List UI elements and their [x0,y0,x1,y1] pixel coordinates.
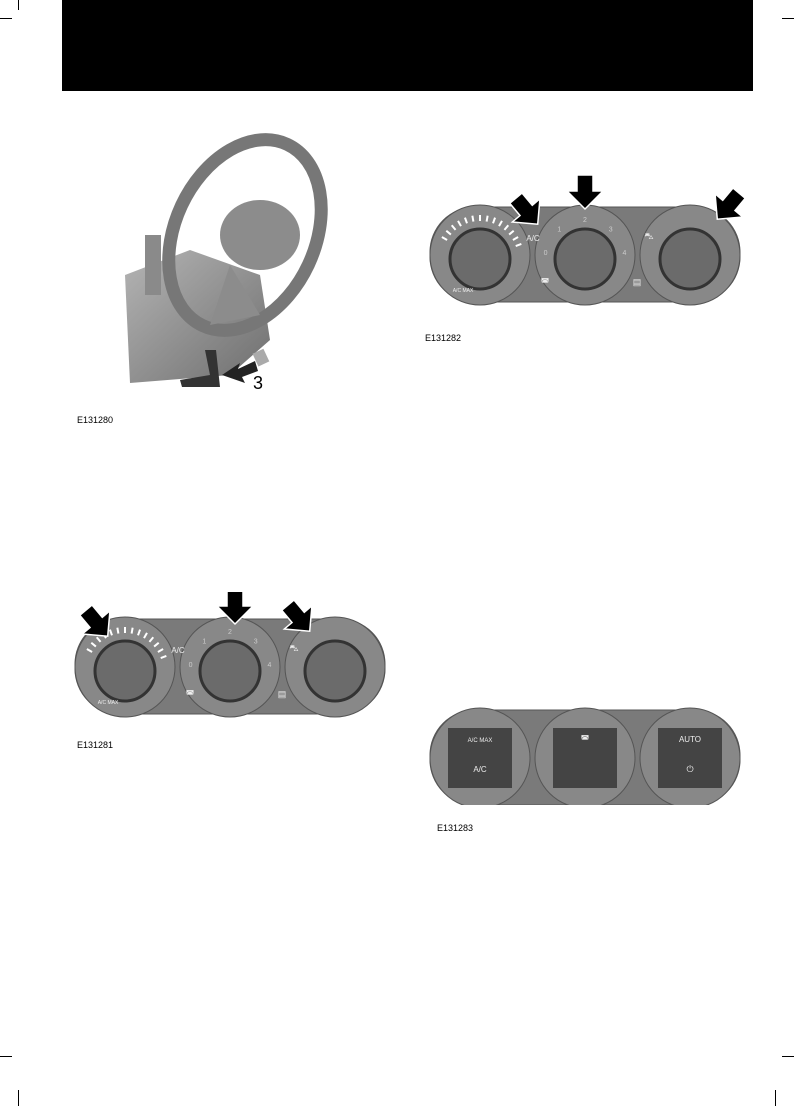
auto-climate-panel-illustration: A/C MAX A/C AUTO ◚ ⏻ [429,707,741,805]
control-knob [198,639,262,703]
control-knob [448,227,512,291]
fan-speed-label: 2 [583,217,587,224]
rear-defrost-icon: ▤ [278,689,287,699]
temperature-scale-tick [143,632,148,639]
pointer-arrow-icon [78,603,111,638]
crop-mark [782,18,794,19]
auto-label: AUTO [679,735,701,744]
temperature-scale-tick [157,648,164,653]
crop-mark [18,0,19,10]
fan-speed-label: 4 [622,250,626,257]
control-knob [93,639,157,703]
control-knob [658,227,722,291]
temperature-scale-tick [95,636,102,643]
fan-speed-label: 1 [202,638,206,645]
recirculation-icon: ⛍ [644,231,653,241]
climate-panel-illustration: A/C A/C MAX 0 1 2 3 4 ⛍ ▤ ◚ [74,592,386,718]
rear-defrost-icon: ▤ [633,277,642,287]
front-defrost-icon: ◚ [581,734,590,744]
fan-speed-label: 2 [228,629,232,636]
callout-number: 3 [253,373,263,393]
temperature-scale-tick [148,636,155,643]
temperature-scale-tick [137,629,141,636]
temperature-scale-tick [457,220,462,227]
temperature-scale-tick [512,236,519,241]
crop-mark [18,1090,19,1106]
figure-caption: E131283 [437,823,474,833]
fan-speed-label: 0 [189,662,193,669]
pointer-arrow-icon [565,175,605,211]
ac-label: A/C [473,765,487,774]
temperature-scale-tick [485,215,489,222]
temperature-scale-tick [130,627,134,634]
temperature-scale-tick [153,641,160,648]
control-knob [303,639,367,703]
temperature-scale-tick [160,655,167,659]
temperature-scale-tick [471,215,475,222]
ac-max-label: A/C MAX [453,288,474,294]
climate-panel-illustration: A/C A/C MAX 0 1 2 3 4 ⛍ ▤ ◚ [429,175,745,306]
pointer-arrow-icon [215,592,255,626]
temperature-scale-tick [498,220,503,227]
figure-caption: E131280 [77,415,114,425]
temperature-scale-tick [503,224,510,231]
figure-caption: E131281 [77,740,114,750]
display-window [658,728,722,788]
page-header-bar [62,0,753,91]
steering-wheel-illustration: 3 [125,133,328,393]
front-defrost-icon: ◚ [541,277,550,287]
ac-max-label: A/C MAX [98,700,119,706]
temperature-scale-tick [515,243,522,247]
pointer-arrow-icon [280,598,313,633]
front-defrost-icon: ◚ [186,689,195,699]
display-window [448,728,512,788]
temperature-scale-tick [450,224,457,231]
temperature-scale-tick [109,629,113,636]
fan-speed-label: 4 [267,662,271,669]
recirculation-icon: ⛍ [289,643,298,653]
crop-mark [782,1056,794,1057]
pointer-arrow-icon [508,191,541,226]
temperature-scale-tick [86,648,93,653]
temperature-scale-tick [441,236,448,241]
temperature-scale-tick [492,217,496,224]
ac-label: A/C [171,646,185,655]
display-window [553,728,617,788]
ac-label: A/C [526,234,540,243]
temperature-scale-tick [445,229,452,236]
power-icon: ⏻ [686,764,693,774]
pointer-arrow-icon [714,186,745,221]
crop-mark [775,1090,776,1106]
crop-mark [0,1056,12,1057]
ac-max-label: A/C MAX [468,738,493,744]
temperature-scale-tick [90,641,97,648]
fan-speed-label: 0 [544,250,548,257]
fan-speed-label: 1 [557,226,561,233]
fan-speed-label: 3 [609,226,613,233]
temperature-scale-tick [464,217,468,224]
crop-mark [0,18,12,19]
temperature-scale-tick [116,627,120,634]
fan-speed-label: 3 [254,638,258,645]
control-knob [553,227,617,291]
figure-caption: E131282 [425,333,462,343]
temperature-scale-tick [508,229,515,236]
